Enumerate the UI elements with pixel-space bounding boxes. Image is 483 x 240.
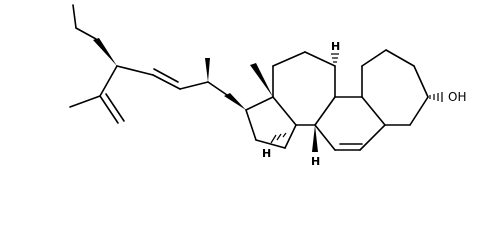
hydroxyl-label: OH — [448, 90, 466, 104]
wedge-c8-h — [312, 125, 318, 152]
methyl-c18-wedge — [250, 63, 273, 97]
hydrogen-c9-label: H — [331, 40, 340, 53]
ring-b — [314, 96, 386, 151]
ring-c — [272, 51, 336, 126]
hashed-bond-c14-h — [270, 132, 287, 144]
side-chain — [69, 4, 246, 124]
ring-d — [245, 96, 297, 149]
hydrogen-c8-label: H — [311, 155, 320, 168]
ring-a — [361, 49, 429, 126]
hashed-bond-c9-h — [331, 53, 339, 63]
molecule-structure-diagram: OH H H H — [69, 4, 466, 168]
hydrogen-c14-label: H — [262, 147, 271, 160]
hashed-bond-c3-oh — [429, 92, 443, 102]
